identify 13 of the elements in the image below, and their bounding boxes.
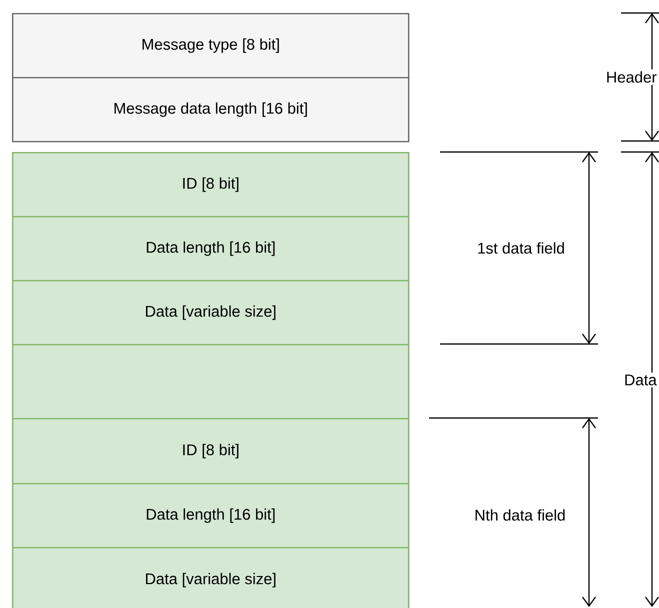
field-box: Message type [8 bit]: [12, 13, 410, 78]
dimension-label: Header: [604, 69, 659, 85]
empty-field-box: [12, 344, 410, 420]
field-box: Data length [16 bit]: [12, 216, 410, 282]
dimension-label: Nth data field: [471, 506, 569, 524]
field-box: Data [variable size]: [12, 280, 410, 346]
dimension-label: 1st data field: [474, 239, 568, 257]
field-box: Data [variable size]: [12, 547, 410, 608]
dimension-label: Data: [622, 372, 659, 388]
field-box: ID [8 bit]: [12, 152, 410, 218]
field-box: ID [8 bit]: [12, 418, 410, 484]
field-box: Message data length [16 bit]: [12, 77, 410, 142]
field-box: Data length [16 bit]: [12, 483, 410, 548]
